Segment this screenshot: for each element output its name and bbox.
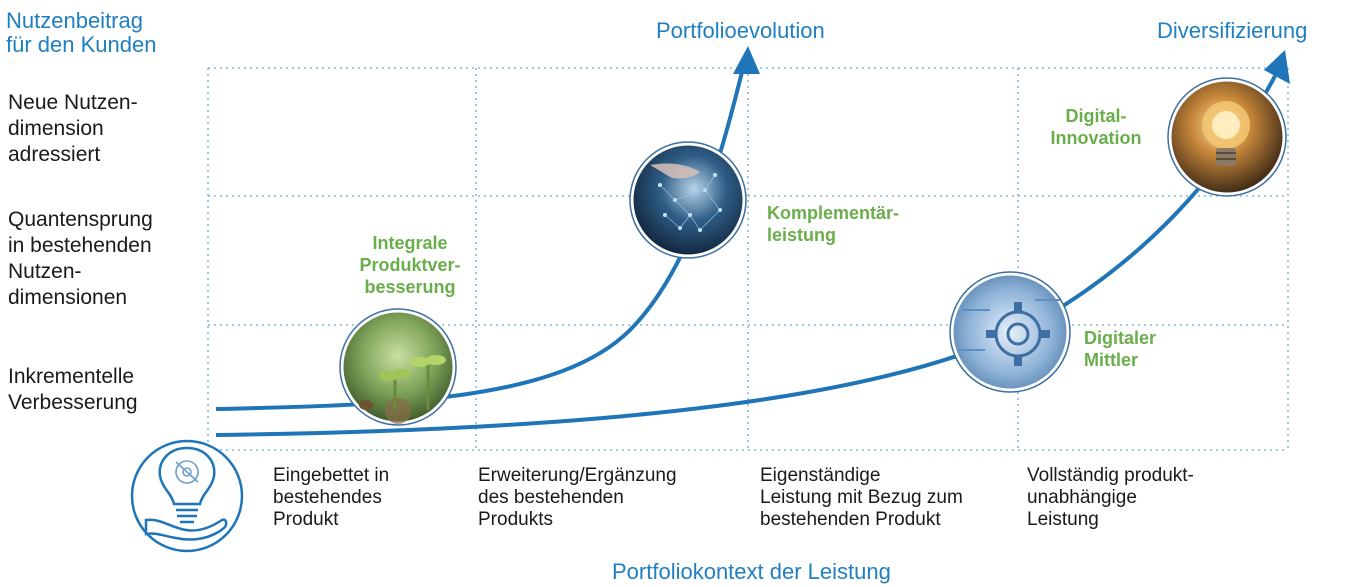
column-label-independent: Eigenständige Leistung mit Bezug zum bes… [760, 465, 963, 530]
sprout-image [339, 308, 457, 426]
stage-label-digitaler-mittler: Digitaler Mittler [1084, 328, 1157, 370]
column-label-embedded: Eingebettet in bestehendes Produkt [273, 465, 390, 530]
stage-label-komplementaerleistung: Komplementär- leistung [767, 203, 900, 245]
column-label-extension: Erweiterung/Ergänzung des bestehenden Pr… [478, 465, 677, 530]
row-label-new-dimension: Neue Nutzen- dimension adressiert [8, 91, 138, 166]
digital-hand-image [629, 141, 747, 259]
path-label-portfolioevolution: Portfolioevolution [656, 18, 825, 43]
stage-label-digital-innovation: Digital- Innovation [1050, 106, 1142, 148]
row-label-incremental: Inkrementelle Verbesserung [8, 365, 138, 414]
gear-image [949, 271, 1071, 393]
diversifizierung-arrowhead [1264, 50, 1290, 84]
stage-label-integrale-produktverbesserung: Integrale Produktver- besserung [359, 233, 461, 297]
column-label-fully-independent: Vollständig produkt- unabhängige Leistun… [1027, 465, 1194, 530]
row-label-quantum-leap: Quantensprung in bestehenden Nutzen- dim… [8, 208, 153, 309]
x-axis-title: Portfoliokontext der Leistung [612, 559, 891, 584]
y-axis-title: Nutzenbeitrag für den Kunden [6, 8, 157, 57]
lightbulb-image [1167, 77, 1287, 197]
portfolioevolution-arrowhead [733, 46, 760, 74]
path-label-diversifizierung: Diversifizierung [1157, 18, 1308, 43]
lightbulb-hand-icon [130, 439, 244, 553]
